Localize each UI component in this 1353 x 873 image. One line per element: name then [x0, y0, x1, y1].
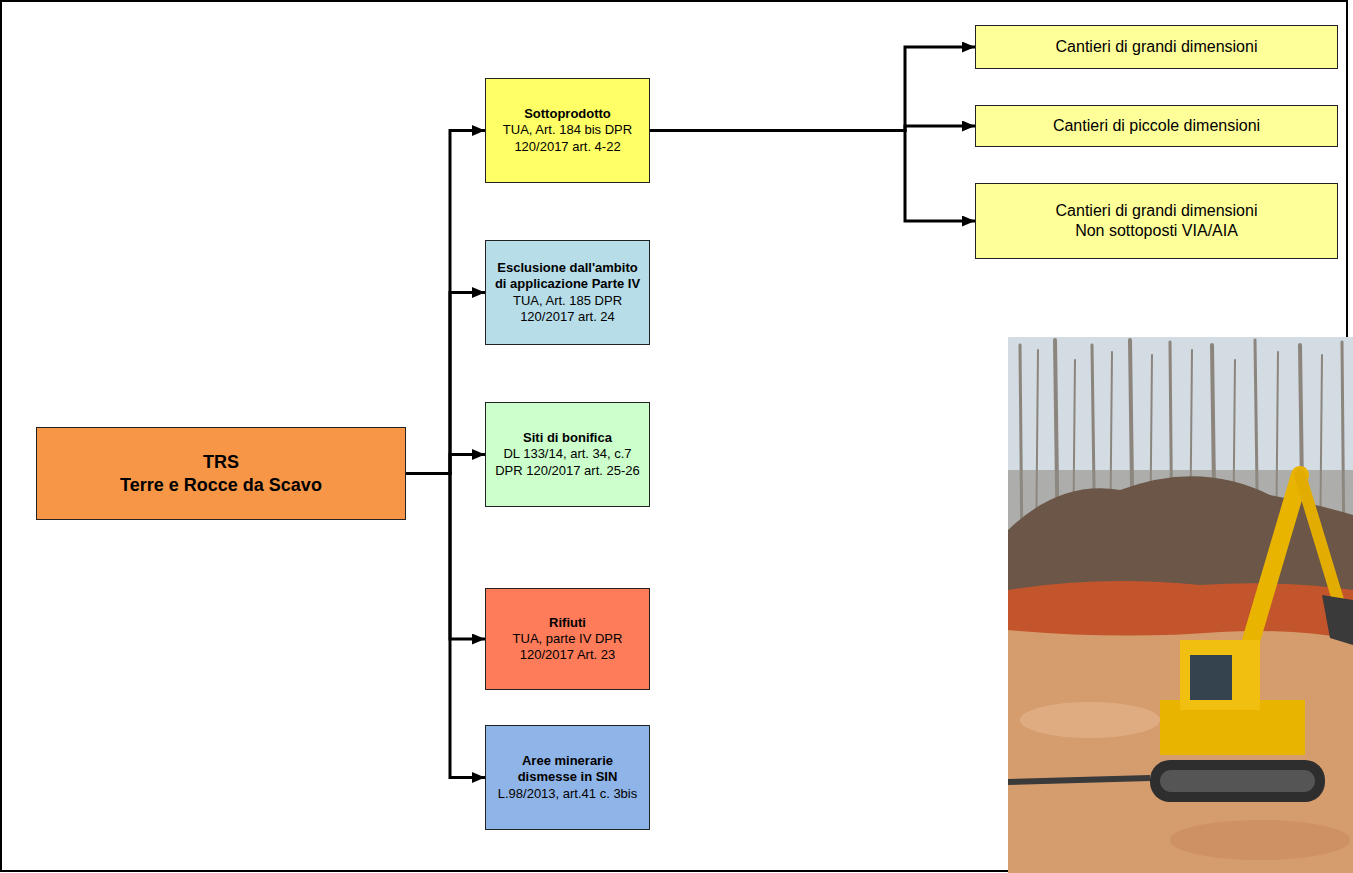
category-box: Esclusione dall'ambito di applicazione P… — [485, 240, 650, 345]
site-type-box: Cantieri di grandi dimensioni Non sottop… — [975, 183, 1338, 259]
branch-arrow — [406, 293, 485, 474]
branch-arrow — [406, 474, 485, 640]
category-box: Aree minerarie dismesse in SINL.98/2013,… — [485, 725, 650, 830]
box-reference: TUA, parte IV DPR 120/2017 Art. 23 — [492, 631, 643, 664]
box-reference: DL 133/14, art. 34, c.7 DPR 120/2017 art… — [492, 446, 643, 479]
box-heading: Cantieri di grandi dimensioni — [1056, 37, 1258, 57]
branch-arrow — [406, 474, 485, 778]
box-reference: TUA, Art. 185 DPR 120/2017 art. 24 — [492, 293, 643, 326]
category-box: Siti di bonificaDL 133/14, art. 34, c.7 … — [485, 402, 650, 507]
box-heading: TRS — [203, 451, 239, 474]
category-box: RifiutiTUA, parte IV DPR 120/2017 Art. 2… — [485, 588, 650, 690]
excavator-photo — [1008, 337, 1353, 873]
box-heading: Rifiuti — [549, 615, 586, 631]
box-heading: Siti di bonifica — [523, 430, 612, 446]
site-type-box: Cantieri di grandi dimensioni — [975, 25, 1338, 69]
box-reference: Terre e Rocce da Scavo — [120, 474, 322, 497]
box-heading: Cantieri di grandi dimensioni Non sottop… — [1049, 201, 1264, 241]
box-heading: Sottoprodotto — [524, 106, 611, 122]
box-reference: TUA, Art. 184 bis DPR 120/2017 art. 4-22 — [492, 122, 643, 155]
root-box: TRSTerre e Rocce da Scavo — [36, 427, 406, 520]
branch-arrow — [406, 131, 485, 474]
box-heading: Cantieri di piccole dimensioni — [1053, 116, 1260, 136]
branch-arrow — [406, 455, 485, 474]
branch-arrow — [650, 47, 975, 131]
branch-arrow — [650, 131, 975, 222]
box-heading: Aree minerarie dismesse in SIN — [492, 753, 643, 786]
box-reference: L.98/2013, art.41 c. 3bis — [498, 786, 637, 802]
box-heading: Esclusione dall'ambito di applicazione P… — [492, 260, 643, 293]
category-box: SottoprodottoTUA, Art. 184 bis DPR 120/2… — [485, 78, 650, 183]
site-type-box: Cantieri di piccole dimensioni — [975, 105, 1338, 147]
